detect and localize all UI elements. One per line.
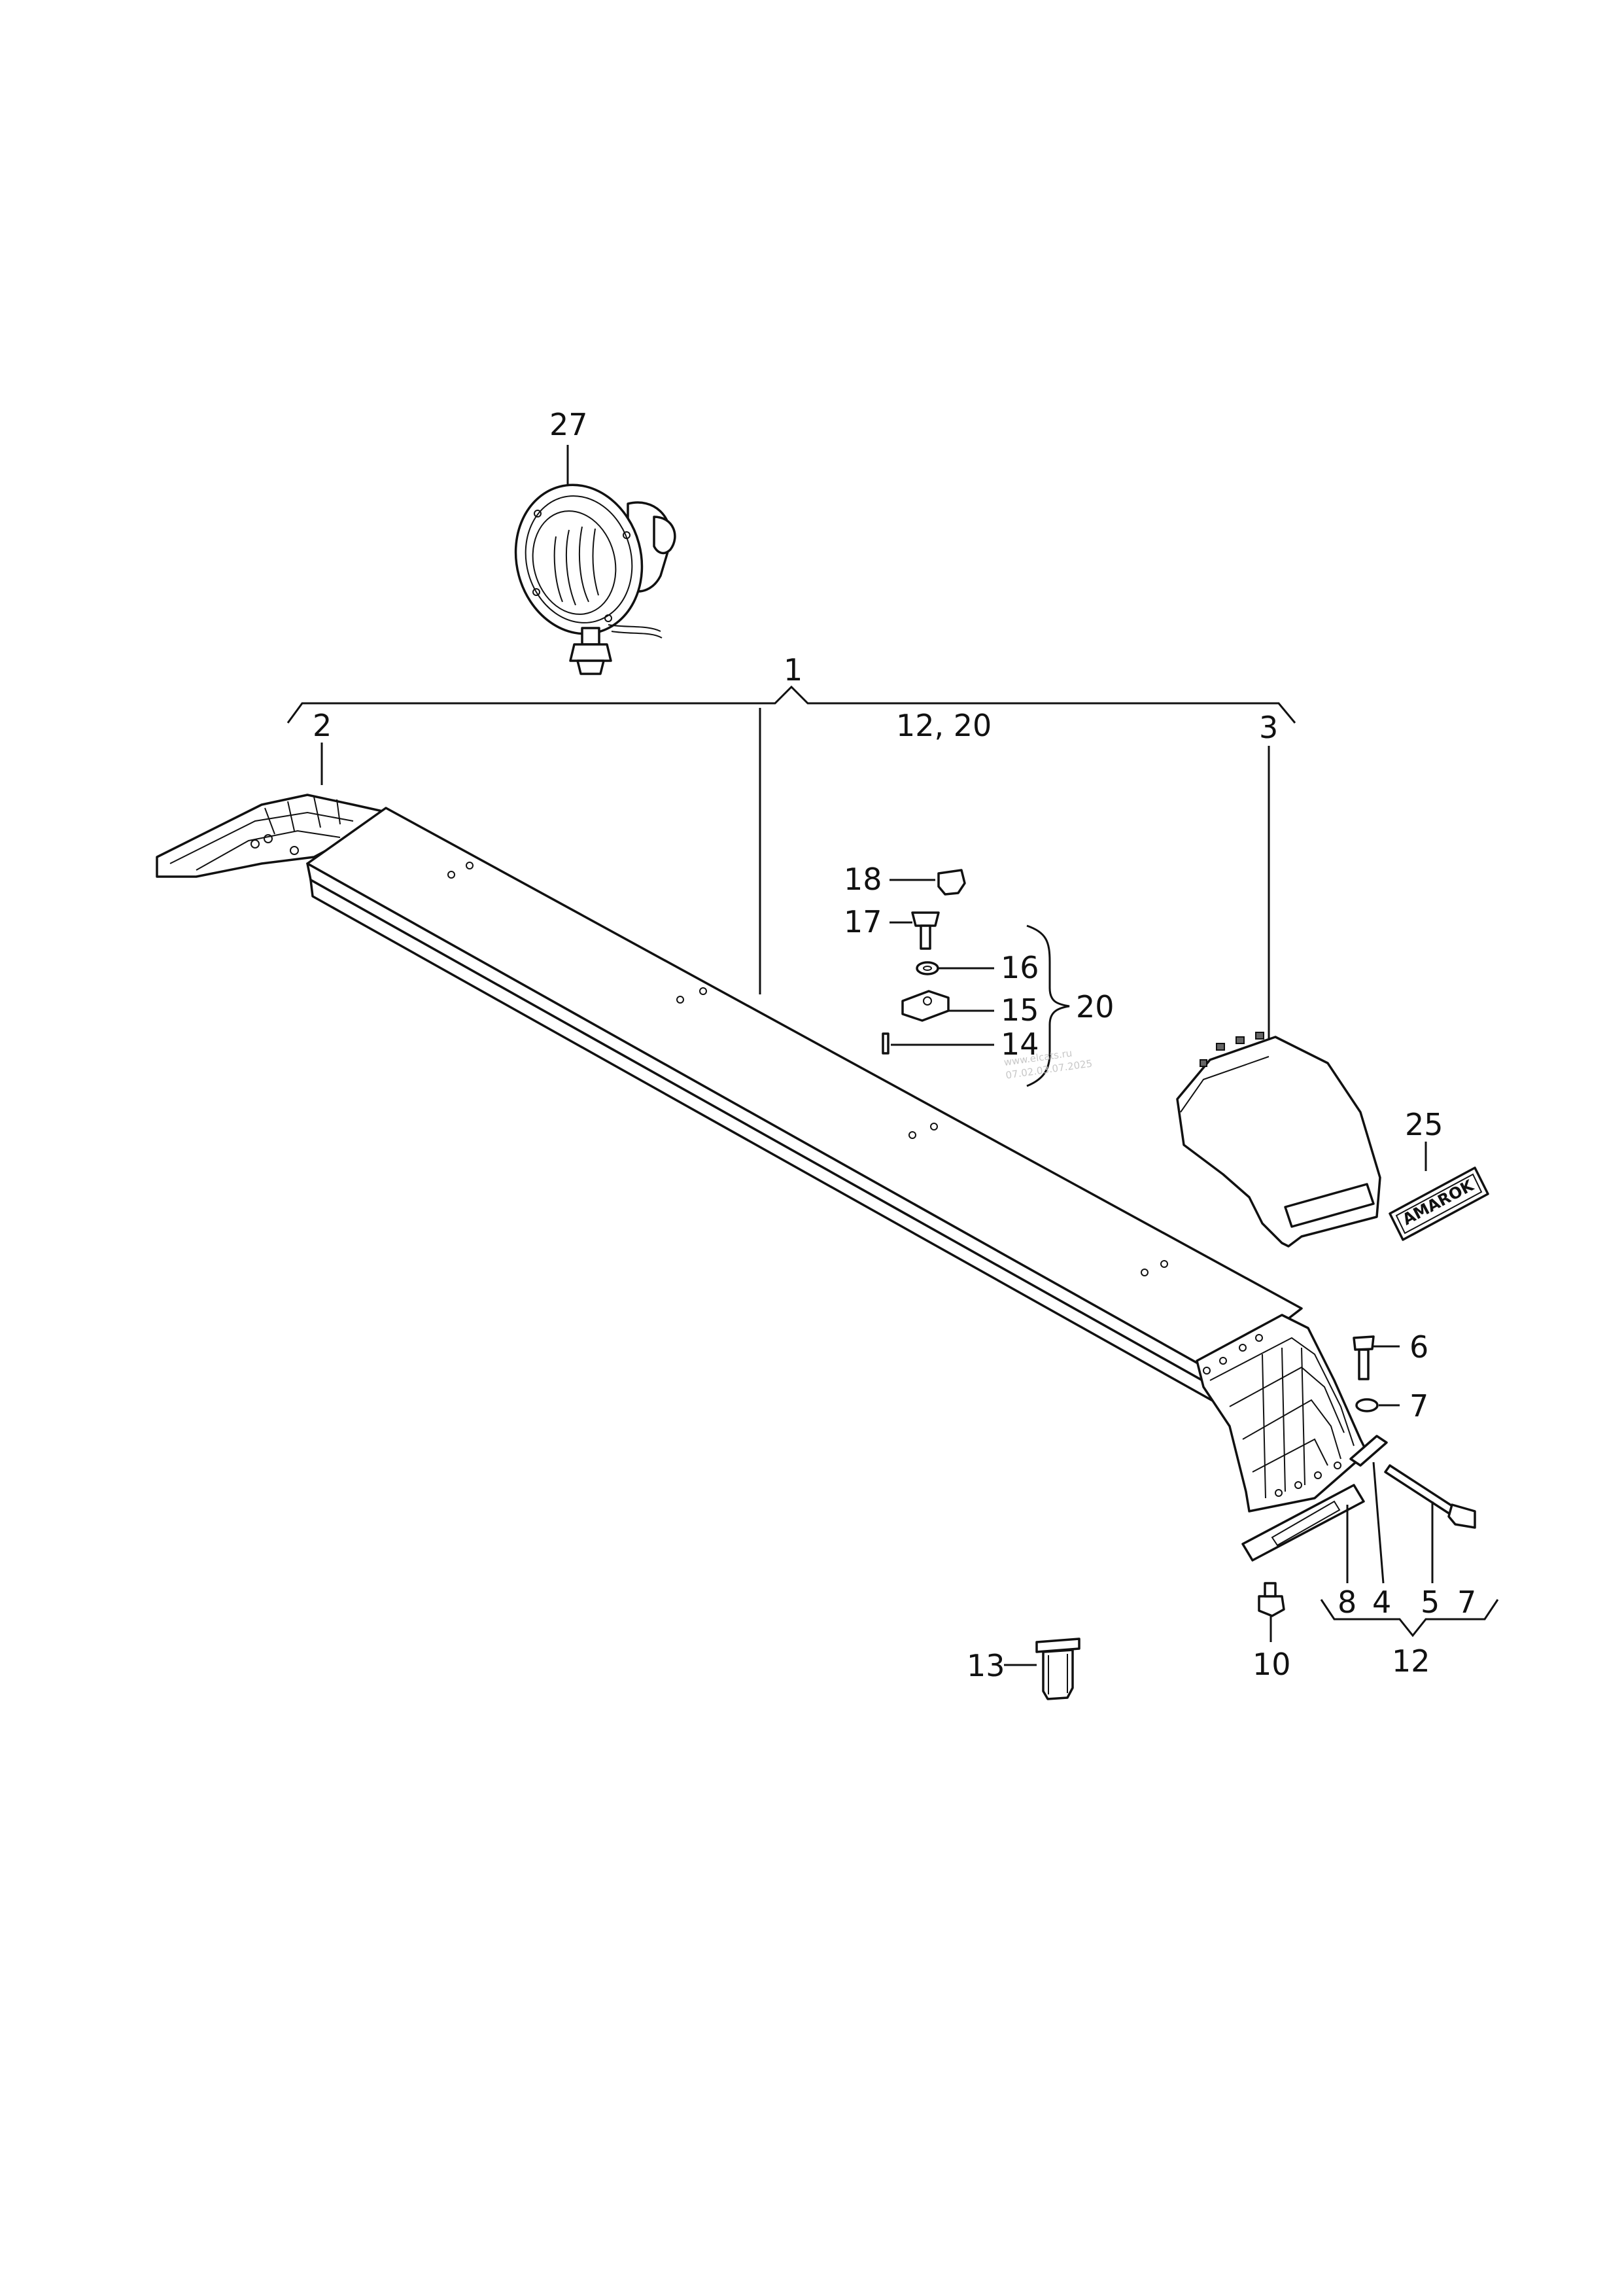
badge-part-25: AMAROK [1389,1166,1489,1241]
callout-7a: 7 [1409,1388,1428,1424]
end-cover-part-3 [1176,1032,1381,1248]
callout-15: 15 [1001,992,1039,1028]
callout-5: 5 [1421,1585,1440,1620]
callout-12-20: 12, 20 [896,708,992,743]
callout-8: 8 [1338,1585,1356,1620]
callout-16: 16 [1001,950,1039,985]
callout-25: 25 [1405,1107,1443,1142]
callout-10: 10 [1253,1647,1291,1682]
callout-13: 13 [967,1648,1005,1683]
callout-4: 4 [1372,1585,1391,1620]
callout-7b: 7 [1457,1585,1476,1620]
callout-12: 12 [1392,1643,1430,1679]
work-lamp-part-27 [514,483,676,675]
callout-6: 6 [1409,1329,1428,1365]
callout-17: 17 [844,904,882,939]
callout-labels: 27 1 12, 20 2 3 18 17 16 15 14 20 25 6 7… [313,407,1476,1683]
callout-1: 1 [784,652,803,688]
callout-20: 20 [1076,989,1114,1025]
rivet-part-13 [1035,1638,1080,1700]
callout-18: 18 [844,862,882,897]
leader-lines [286,445,1499,1666]
callout-27: 27 [549,407,588,442]
callout-2: 2 [313,708,332,743]
fastener-group-20 [882,869,966,1055]
callout-14: 14 [1001,1026,1039,1062]
roof-bar-part-1 [156,794,1368,1513]
callout-3: 3 [1259,710,1278,745]
fastener-group-12 [1241,1335,1476,1617]
